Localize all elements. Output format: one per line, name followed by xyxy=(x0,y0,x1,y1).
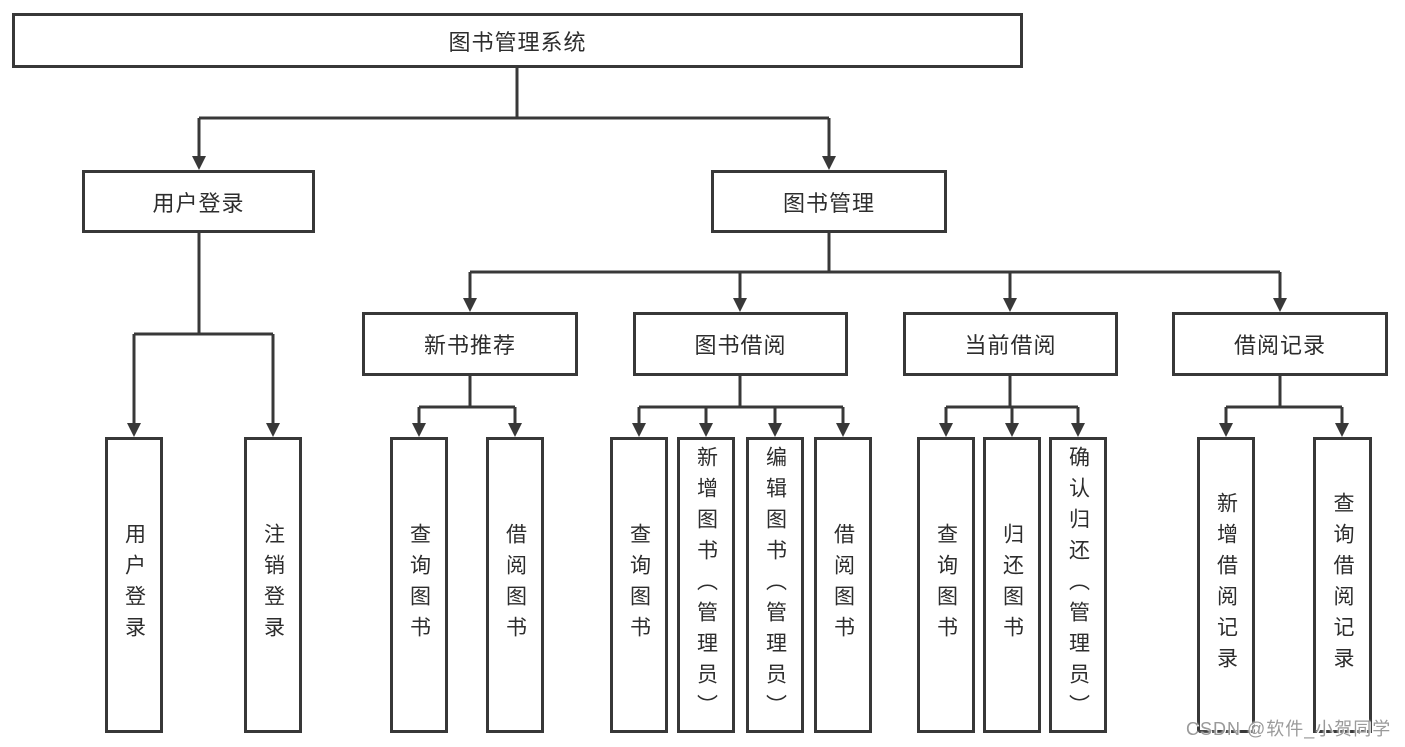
leaf-add-book-admin: 新增图书（管理员） xyxy=(677,437,735,733)
leaf-add-borrow-record: 新增借阅记录 xyxy=(1197,437,1255,733)
leaf-borrow-books-recommend-label: 借阅图书 xyxy=(503,523,527,647)
leaf-user-login-label: 用户登录 xyxy=(122,523,146,647)
leaf-edit-book-admin-label: 编辑图书（管理员） xyxy=(763,445,787,725)
node-book-borrow: 图书借阅 xyxy=(633,312,848,376)
leaf-query-books-borrow: 查询图书 xyxy=(610,437,668,733)
leaf-borrow-books-recommend: 借阅图书 xyxy=(486,437,544,733)
node-new-book-recommend: 新书推荐 xyxy=(362,312,578,376)
leaf-return-book-label: 归还图书 xyxy=(1000,523,1024,647)
node-borrow-records: 借阅记录 xyxy=(1172,312,1388,376)
leaf-query-borrow-record: 查询借阅记录 xyxy=(1313,437,1372,733)
leaf-borrow-books-label: 借阅图书 xyxy=(831,523,855,647)
node-library-system: 图书管理系统 xyxy=(12,13,1023,68)
leaf-edit-book-admin: 编辑图书（管理员） xyxy=(746,437,804,733)
leaf-query-books-borrow-label: 查询图书 xyxy=(627,523,651,647)
leaf-confirm-return-admin-label: 确认归还（管理员） xyxy=(1066,445,1090,725)
leaf-query-books-current: 查询图书 xyxy=(917,437,975,733)
leaf-user-login: 用户登录 xyxy=(105,437,163,733)
leaf-return-book: 归还图书 xyxy=(983,437,1041,733)
csdn-watermark: CSDN @软件_小贺同学 xyxy=(1186,719,1392,739)
node-book-management: 图书管理 xyxy=(711,170,947,233)
leaf-logout-label: 注销登录 xyxy=(261,523,285,647)
leaf-logout: 注销登录 xyxy=(244,437,302,733)
leaf-query-books-current-label: 查询图书 xyxy=(934,523,958,647)
leaf-query-books-recommend-label: 查询图书 xyxy=(407,523,431,647)
leaf-borrow-books: 借阅图书 xyxy=(814,437,872,733)
leaf-query-borrow-record-label: 查询借阅记录 xyxy=(1331,492,1354,678)
leaf-add-book-admin-label: 新增图书（管理员） xyxy=(694,445,718,725)
node-current-borrow: 当前借阅 xyxy=(903,312,1118,376)
node-user-login: 用户登录 xyxy=(82,170,315,233)
leaf-query-books-recommend: 查询图书 xyxy=(390,437,448,733)
leaf-confirm-return-admin: 确认归还（管理员） xyxy=(1049,437,1107,733)
leaf-add-borrow-record-label: 新增借阅记录 xyxy=(1214,492,1238,678)
